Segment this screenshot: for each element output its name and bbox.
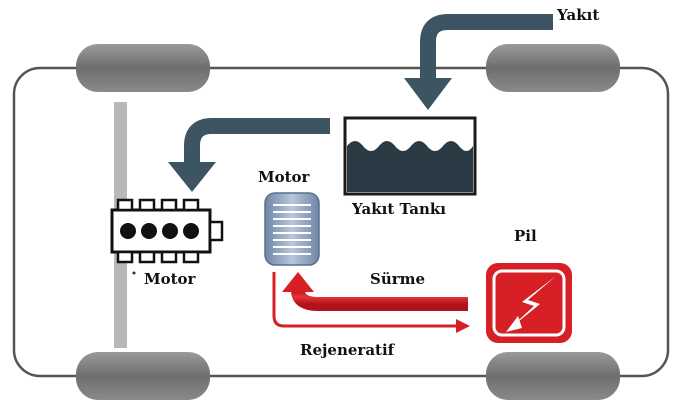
battery-lightning-icon: [486, 263, 572, 343]
tire-rear-left: [76, 352, 210, 400]
battery-label: Pil: [514, 227, 537, 245]
regenerative-arrowhead: [456, 319, 470, 333]
fuel-label: Yakıt: [557, 6, 600, 24]
electric-motor-label: Motor: [258, 168, 310, 186]
drive-arrowhead: [282, 272, 314, 292]
fuel-to-engine-arrowhead: [168, 162, 216, 192]
engine-label: Motor: [144, 270, 196, 288]
tire-rear-right: [486, 352, 620, 400]
drive-label: Sürme: [370, 270, 426, 288]
tire-front-left: [76, 44, 210, 92]
regenerative-label: Rejeneratif: [300, 341, 395, 359]
regenerative-arrow: [272, 272, 458, 328]
fuel-to-engine-arrow: [184, 118, 330, 162]
engine-block-icon: [110, 198, 224, 264]
drive-arrow: [291, 289, 468, 311]
electric-motor-icon: [264, 192, 320, 266]
engine-label-dot: [132, 271, 136, 275]
vehicle-frame: [12, 66, 670, 378]
fuel-input-arrow: [420, 14, 553, 78]
tire-front-right: [486, 44, 620, 92]
fuel-tank-label: Yakıt Tankı: [352, 200, 446, 218]
fuel-input-arrowhead: [404, 78, 452, 110]
fuel-tank-icon: [343, 116, 477, 196]
